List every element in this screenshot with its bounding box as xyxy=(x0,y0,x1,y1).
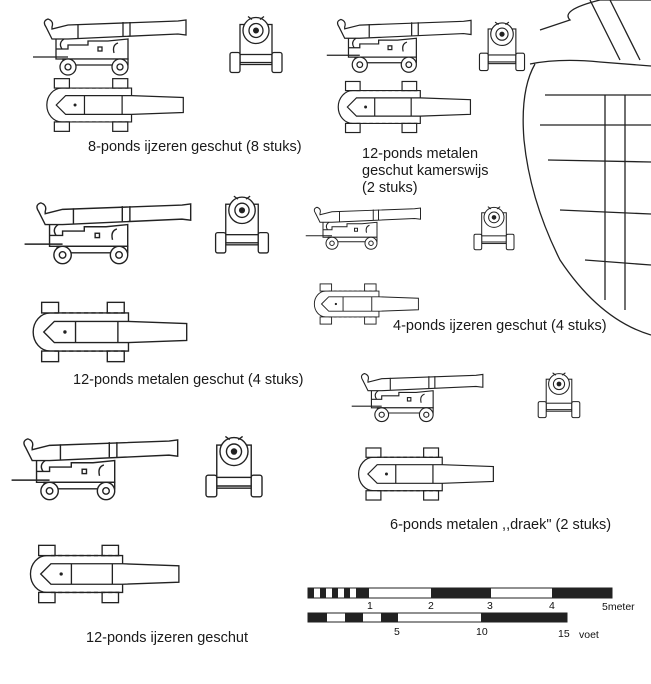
side-view xyxy=(10,438,179,501)
front-view xyxy=(205,435,263,498)
side-view xyxy=(305,206,422,250)
top-view xyxy=(32,301,188,363)
label-12ponds-kamerswijs-3: (2 stuks) xyxy=(362,180,418,196)
label-6ponds-draek: 6-ponds metalen ,,draek" (2 stuks) xyxy=(390,517,612,533)
label-12ponds-metalen: 12-ponds metalen geschut (4 stuks) xyxy=(73,372,304,388)
cannon-8ponds xyxy=(32,15,283,132)
scale-bar-voet xyxy=(307,612,568,623)
front-view xyxy=(473,206,515,251)
ship-hull xyxy=(522,0,651,336)
scale-meter-tick-4: 4 xyxy=(549,600,555,612)
label-4ponds: 4-ponds ijzeren geschut (4 stuks) xyxy=(393,318,607,334)
cannon-4ponds xyxy=(305,206,515,325)
scale-voet-tick-5: 5 xyxy=(394,626,400,638)
scale-meter-tick-3: 3 xyxy=(487,600,493,612)
side-view xyxy=(351,372,484,423)
cannon-12ponds-metalen xyxy=(23,195,270,363)
cannon-12ponds-kamerswijs xyxy=(326,18,526,134)
top-view xyxy=(357,447,495,501)
top-view xyxy=(46,78,184,132)
scale-voet-tick-10: 10 xyxy=(476,626,488,638)
side-view xyxy=(32,18,187,76)
label-8ponds: 8-ponds ijzeren geschut (8 stuks) xyxy=(88,139,302,155)
scale-bar-meter xyxy=(307,587,613,599)
label-12ponds-kamerswijs-1: 12-ponds metalen xyxy=(362,146,479,162)
front-view xyxy=(214,195,270,254)
scale-meter-tick-2: 2 xyxy=(428,600,434,612)
scale-voet-end: 15 xyxy=(558,628,570,640)
scale-meter-tick-1: 1 xyxy=(367,600,373,612)
cannon-12ponds-ijzeren xyxy=(10,435,263,604)
side-view xyxy=(326,18,472,73)
side-view xyxy=(23,202,192,265)
top-view xyxy=(337,80,472,134)
front-view xyxy=(537,372,581,419)
front-view xyxy=(229,15,283,74)
label-12ponds-ijzeren: 12-ponds ijzeren geschut xyxy=(86,630,249,646)
scale-voet-unit: voet xyxy=(579,629,599,641)
label-12ponds-kamerswijs-2: geschut kamerswijs xyxy=(362,163,489,179)
cannon-6ponds-draek xyxy=(351,372,581,501)
scale-meter-end: 5meter xyxy=(602,601,635,613)
front-view xyxy=(478,21,526,72)
top-view xyxy=(29,544,180,604)
